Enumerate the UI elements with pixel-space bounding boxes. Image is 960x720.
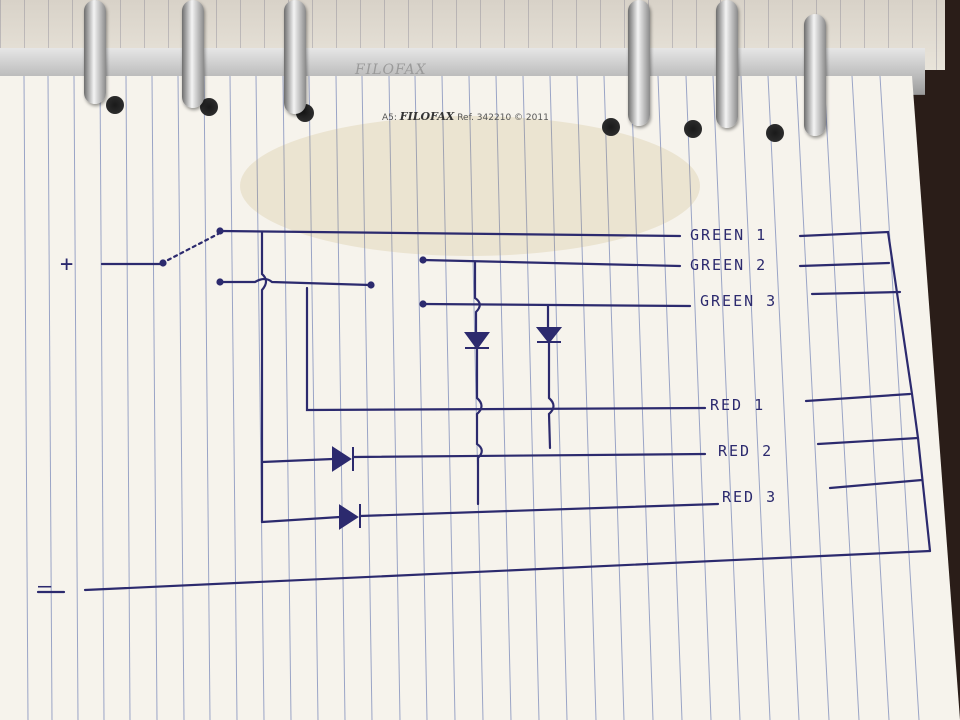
reference-label: Ref. 342210 © 2011	[457, 113, 549, 123]
binder-ring	[804, 14, 826, 136]
notebook-page	[0, 76, 960, 720]
red3-label: RED 3	[722, 488, 778, 506]
red1-label: RED 1	[710, 396, 766, 414]
ring-hole	[766, 124, 784, 142]
ruled-lines	[23, 76, 920, 720]
minus-terminal-label: –	[38, 574, 54, 599]
binder-ring	[284, 0, 306, 114]
circuit-wires	[36, 227, 932, 594]
paper-stain	[240, 116, 700, 256]
binder-ring	[182, 0, 204, 108]
diode-green3	[535, 327, 563, 344]
ring-bar-brand: FILOFAX	[355, 62, 427, 78]
red2-label: RED 2	[718, 442, 774, 460]
brand-logo: FILOFAX	[399, 110, 455, 123]
ring-hole	[602, 118, 620, 136]
diode-green2	[464, 332, 490, 350]
diode-red2	[332, 446, 354, 472]
page-size-label: A5:	[382, 113, 397, 123]
diodes	[332, 327, 563, 530]
green1-label: GREEN 1	[690, 226, 768, 244]
green2-label: GREEN 2	[690, 256, 768, 274]
green3-label: GREEN 3	[700, 292, 778, 310]
page-header-print: A5: FILOFAX Ref. 342210 © 2011	[382, 110, 549, 123]
ring-hole	[684, 120, 702, 138]
binder-ring	[84, 0, 106, 104]
ring-hole	[106, 96, 124, 114]
page-drawing	[0, 76, 960, 720]
binder-ring	[628, 0, 650, 126]
ring-hole	[200, 98, 218, 116]
diode-red3	[339, 504, 361, 530]
plus-terminal-label: +	[60, 252, 76, 277]
binder-ring	[716, 0, 738, 128]
